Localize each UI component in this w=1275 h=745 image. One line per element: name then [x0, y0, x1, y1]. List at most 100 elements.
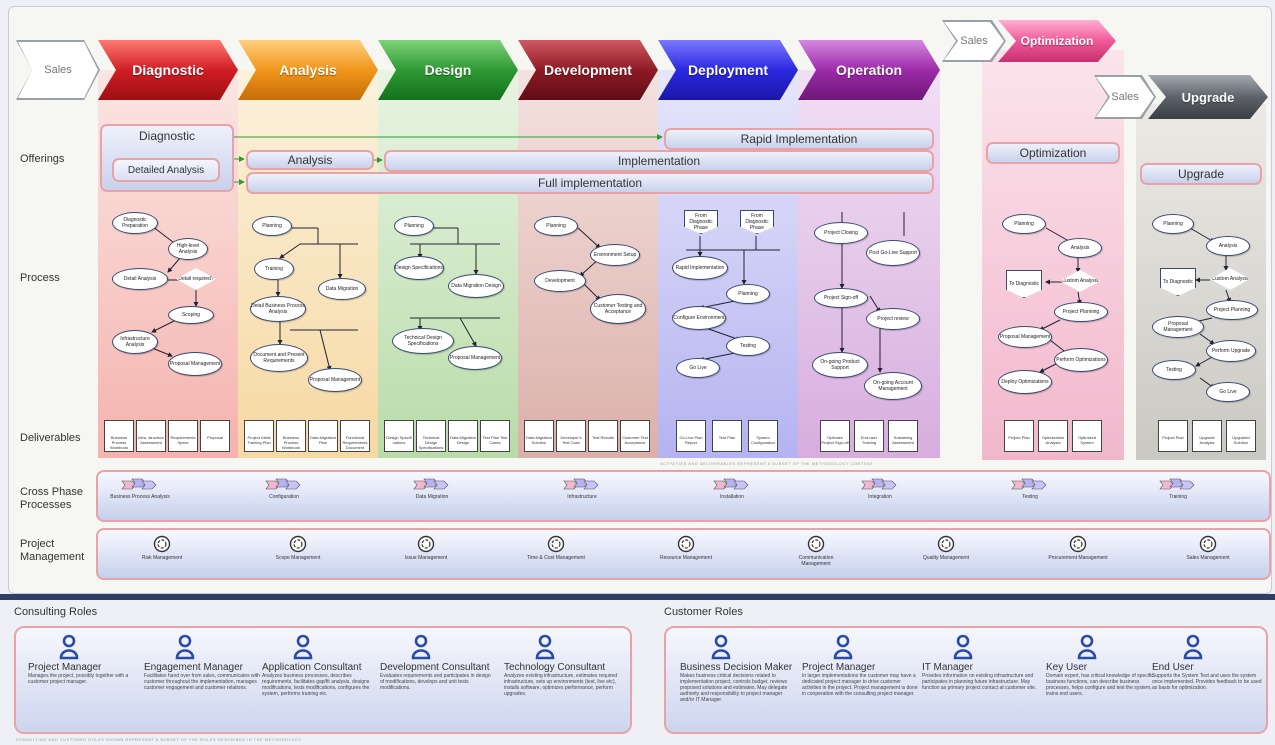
role-description: Makes business critical decisions relate…: [680, 673, 788, 703]
process-node: On-going Account Management: [864, 372, 922, 400]
deliverable-document: Technical Design Specifications: [416, 420, 446, 452]
consulting-roles-panel: [14, 626, 632, 734]
deliverable-document: Design Specifi cations: [384, 420, 414, 452]
deliverable-document: Data Migration Design: [448, 420, 478, 452]
process-node: Environment Setup: [590, 244, 640, 266]
process-node: Project Planning: [1206, 300, 1258, 320]
deliverable-document: Project Plan: [1158, 420, 1188, 452]
deliverable-document: End-user Training: [854, 420, 884, 452]
offering-implementation: Implementation: [384, 150, 934, 172]
process-node: Configure Environment: [672, 306, 726, 330]
process-node: Planning: [252, 216, 292, 236]
role-description: Evaluates requirements and participates …: [380, 673, 491, 691]
role-title: Project Manager: [28, 662, 102, 673]
project-management-item: Procurement Management: [1048, 535, 1108, 561]
phase-development-label: Development: [544, 62, 632, 78]
cross-phase-label: Configuration: [269, 494, 299, 500]
role-title: Business Decision Maker: [680, 662, 793, 673]
process-arrows-icon: [713, 478, 749, 490]
deliverable-document: Proposal: [200, 420, 230, 452]
deliverable-document: Infra. structure Assessment: [136, 420, 166, 452]
role-title: Application Consultant: [262, 662, 362, 673]
deliverable-document: Project Plan: [1004, 420, 1034, 452]
project-management-label: Quality Management: [922, 555, 970, 561]
lifecycle-icon: [677, 535, 695, 553]
phase-diagnostic: Diagnostic: [98, 40, 238, 100]
phase-deployment: Deployment: [658, 40, 798, 100]
process-node: Proposal Management: [308, 368, 362, 392]
role-description: Supports the System Test and uses the sy…: [1152, 673, 1262, 691]
decision-diamond: Detail required?: [176, 268, 216, 290]
project-management-item: Sales Management: [1178, 535, 1238, 561]
process-node: Document and Present Requirements: [250, 344, 308, 372]
process-arrows-icon: [1011, 478, 1047, 490]
process-node: Technical Design Specifications: [392, 328, 454, 354]
process-node: Project review: [866, 308, 920, 330]
role-description: Facilitates hand over from sales, commun…: [144, 673, 260, 691]
cross-phase-label: Business Process Analysis: [110, 494, 170, 500]
phase-operation: Operation: [798, 40, 940, 100]
cross-phase-label: Testing: [1022, 494, 1038, 500]
deliverable-document: Sustaining Assessment: [888, 420, 918, 452]
deliverable-document: Developer's Test Case: [556, 420, 586, 452]
role-title: Technology Consultant: [504, 662, 606, 673]
offering-rapid-implementation: Rapid Implementation: [664, 128, 934, 150]
project-management-item: Scope Management: [268, 535, 328, 561]
phase-upgrade-label: Upgrade: [1181, 89, 1235, 105]
phase-optimization-label: Optimization: [1020, 34, 1094, 48]
cross-phase-item: Testing: [1000, 478, 1060, 500]
process-node: Project Planning: [1054, 302, 1108, 322]
offering-implementation-label: Implementation: [617, 154, 701, 168]
lifecycle-icon: [417, 535, 435, 553]
process-node: On-going Product Support: [812, 352, 868, 378]
deliverable-document: Upgrade Analysis: [1192, 420, 1222, 452]
offering-detailed-analysis: Detailed Analysis: [112, 158, 220, 182]
phase-design: Design: [378, 40, 518, 100]
cross-phase-label: Training: [1169, 494, 1187, 500]
deliverable-document: Optimized System: [1072, 420, 1102, 452]
offering-upgrade: Upgrade: [1140, 163, 1262, 185]
phase-diagnostic-label: Diagnostic: [132, 62, 204, 78]
process-node: Design Specifications: [394, 256, 444, 280]
decision-diamond: Custom Analysis: [1210, 268, 1250, 290]
process-arrows-icon: [1159, 478, 1195, 490]
role-title: Engagement Manager: [144, 662, 243, 673]
process-node: Diagnostic Preparation: [112, 212, 158, 234]
process-node: Planning: [394, 216, 434, 236]
process-node: Customer Testing and Acceptance: [590, 294, 646, 324]
process-node: Proposal Management: [1152, 316, 1204, 338]
deliverable-document: Business Process Workbook: [104, 420, 134, 452]
process-node: Data Migration Design: [448, 274, 504, 298]
cross-phase-item: Installation: [702, 478, 762, 500]
deliverable-document: Data Migration Solution: [524, 420, 554, 452]
process-node: Post Go-Live Support: [866, 240, 920, 266]
process-arrows-icon: [413, 478, 449, 490]
offering-optimization: Optimization: [986, 142, 1120, 164]
role-description: Domain expert, has critical knowledge of…: [1046, 673, 1154, 697]
row-label-deliverables: Deliverables: [20, 432, 81, 444]
deliverable-document: Go-Live Plan Report: [676, 420, 706, 452]
cross-phase-label: Integration: [868, 494, 892, 500]
process-node: Training: [254, 258, 294, 280]
deliverable-document: Upgraded Solution: [1226, 420, 1256, 452]
project-management-item: Communication Management: [786, 535, 846, 567]
offering-analysis: Analysis: [246, 150, 374, 170]
process-node: Testing: [1152, 360, 1196, 380]
person-icon: [411, 634, 431, 660]
process-node: Proposal Management: [168, 352, 222, 376]
project-management-label: Scope Management: [275, 555, 321, 561]
role-title: Development Consultant: [380, 662, 490, 673]
process-node: Perform Optimizations: [1054, 348, 1108, 372]
sales-label: Sales: [44, 64, 72, 76]
process-node: Detail Business Process Analysis: [250, 296, 306, 322]
cross-phase-item: Training: [1148, 478, 1208, 500]
project-management-label: Issue Management: [404, 555, 448, 561]
role-title: Project Manager: [802, 662, 876, 673]
deliverable-document: Test Results: [588, 420, 618, 452]
